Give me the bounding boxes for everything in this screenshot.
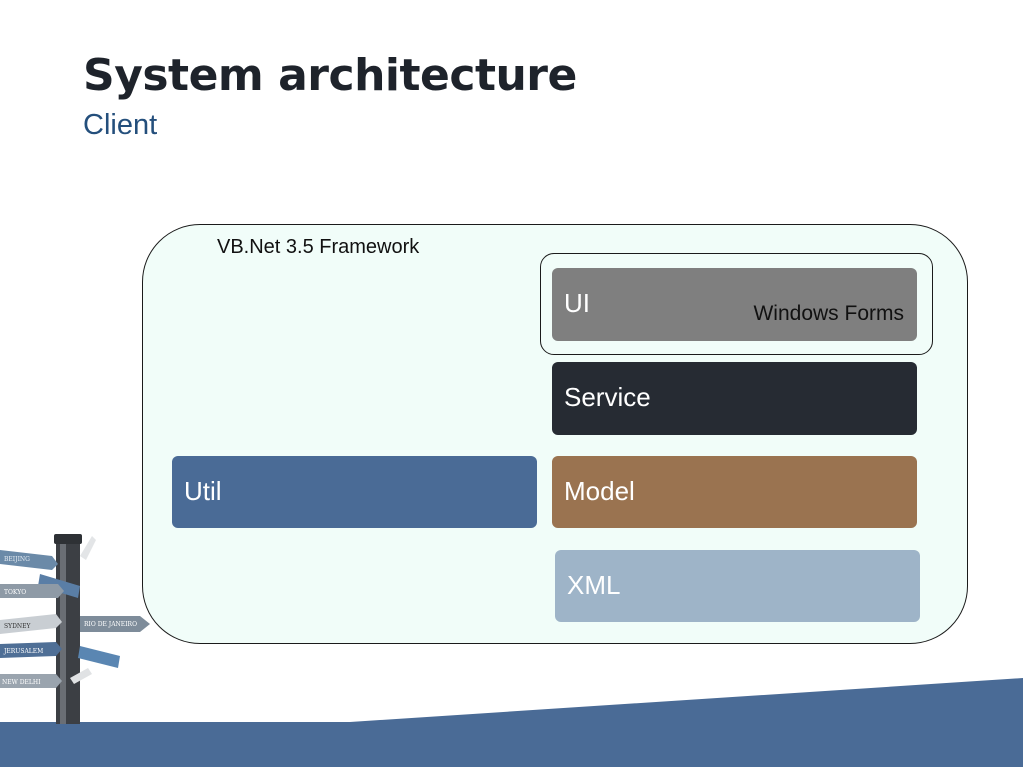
footer-band bbox=[0, 678, 1023, 767]
sign-arrow-white bbox=[80, 536, 96, 560]
sign-sydney: SYDNEY bbox=[0, 614, 62, 634]
signpost-pole bbox=[54, 534, 82, 724]
sign-small-lower bbox=[70, 668, 92, 684]
service-layer-box: Service bbox=[552, 362, 917, 435]
model-layer-label: Model bbox=[564, 476, 635, 506]
slide-subtitle: Client bbox=[83, 109, 158, 141]
svg-text:TOKYO: TOKYO bbox=[4, 589, 26, 596]
ui-layer-label: UI bbox=[564, 288, 590, 318]
signpost-illustration: BEIJING TOKYO SYDNEY RIO DE JANEIRO JERU… bbox=[0, 534, 150, 724]
ui-technology-label: Windows Forms bbox=[753, 302, 904, 325]
framework-label: VB.Net 3.5 Framework bbox=[217, 236, 420, 258]
svg-text:BEIJING: BEIJING bbox=[4, 556, 30, 563]
util-layer-label: Util bbox=[184, 476, 222, 506]
model-layer-box: Model bbox=[552, 456, 917, 528]
util-layer-box: Util bbox=[172, 456, 537, 528]
ui-layer-box: UI Windows Forms bbox=[552, 268, 917, 341]
svg-text:RIO DE JANEIRO: RIO DE JANEIRO bbox=[84, 621, 137, 628]
sign-tokyo: TOKYO bbox=[0, 584, 64, 598]
service-layer-label: Service bbox=[564, 382, 651, 412]
svg-text:NEW DELHI: NEW DELHI bbox=[2, 679, 41, 686]
xml-layer-label: XML bbox=[567, 570, 621, 600]
sign-blue-lower bbox=[78, 646, 120, 668]
xml-layer-box: XML bbox=[555, 550, 920, 622]
sign-new-delhi: NEW DELHI bbox=[0, 674, 62, 688]
sign-beijing: BEIJING bbox=[0, 550, 58, 570]
sign-jerusalem: JERUSALEM bbox=[0, 642, 62, 658]
ui-frame bbox=[540, 253, 933, 355]
slide-title: System architecture bbox=[83, 50, 577, 101]
svg-text:SYDNEY: SYDNEY bbox=[4, 623, 32, 630]
sign-rio-de-janeiro: RIO DE JANEIRO bbox=[80, 616, 150, 632]
svg-text:JERUSALEM: JERUSALEM bbox=[3, 648, 43, 655]
